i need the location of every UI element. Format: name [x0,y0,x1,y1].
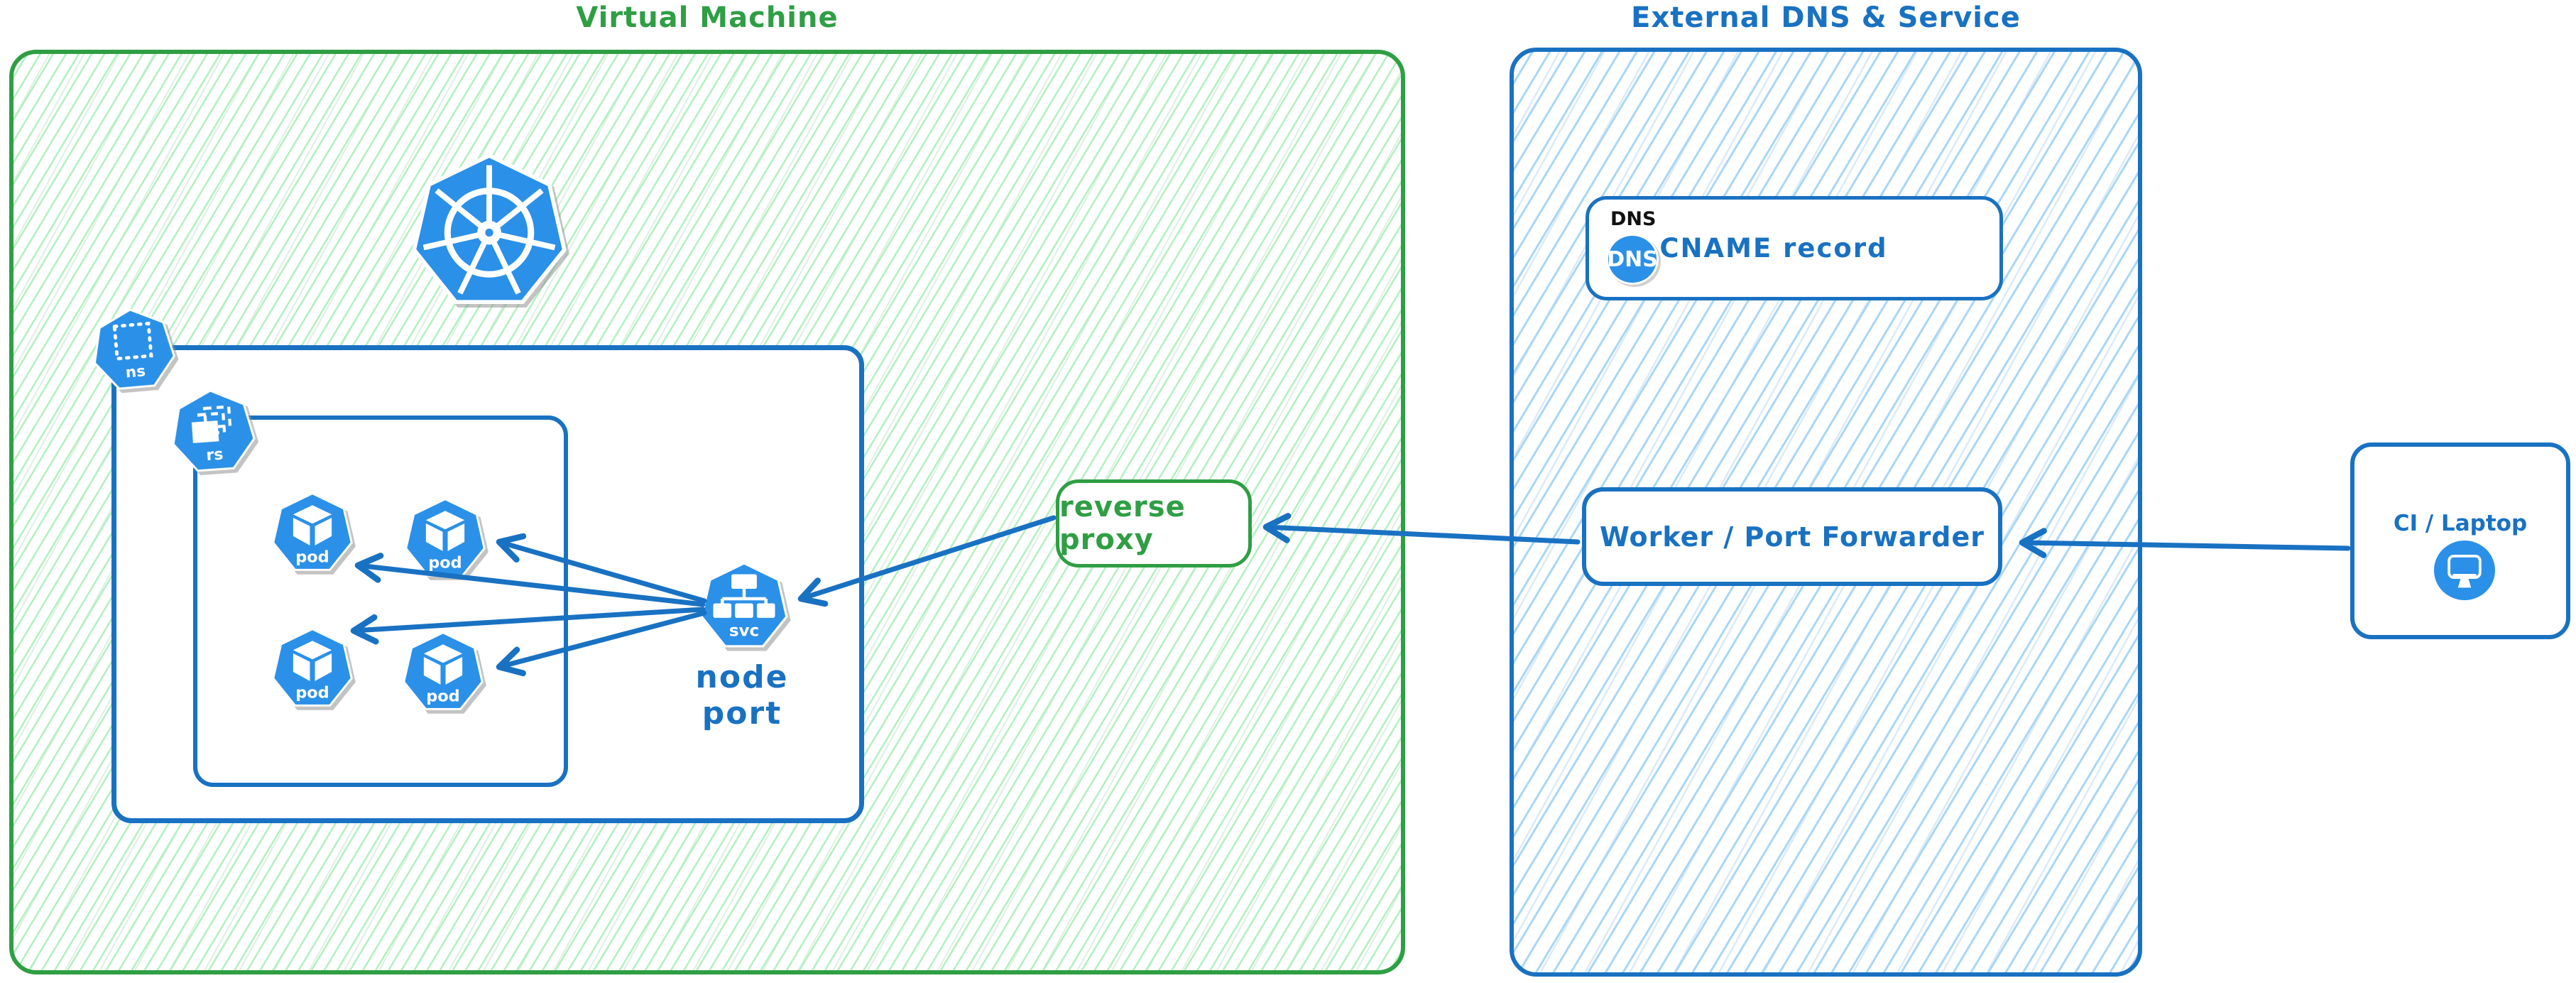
reverse-proxy-label: reverse proxy [1059,491,1186,556]
pod-icon: pod [403,631,484,710]
pod-icon: pod [272,628,353,707]
worker-port-forwarder-box: Worker / Port Forwarder [1582,487,2002,586]
vm-group-title: Virtual Machine [576,1,839,34]
ci-laptop-label: CI / Laptop [2393,511,2528,536]
worker-port-forwarder-label: Worker / Port Forwarder [1599,521,1985,553]
kubernetes-logo-icon [412,153,567,304]
svg-text:ns: ns [125,362,146,381]
reverse-proxy-box: reverse proxy [1056,479,1252,567]
pod-icon: pod [405,498,486,577]
svg-text:pod: pod [295,683,329,702]
dns-tag-label: DNS [1610,208,1657,230]
namespace-icon: ns [93,308,175,390]
dns-badge-icon: DNS [1606,234,1659,285]
node-port-label: node port [695,659,789,732]
laptop-monitor-icon [2434,541,2495,600]
ci-laptop-box: CI / Laptop [2350,442,2570,639]
svg-text:rs: rs [206,446,224,465]
svg-text:pod: pod [428,553,462,572]
svg-text:pod: pod [295,548,329,566]
dns-card: DNS DNS CNAME record [1586,196,2003,300]
external-group-title: External DNS & Service [1631,1,2021,34]
svg-text:svc: svc [729,622,759,641]
replicaset-icon: rs [172,389,256,472]
service-icon: svc [700,562,788,648]
cname-record-label: CNAME record [1659,233,1888,264]
pod-icon: pod [272,492,353,571]
svg-text:pod: pod [426,687,459,705]
